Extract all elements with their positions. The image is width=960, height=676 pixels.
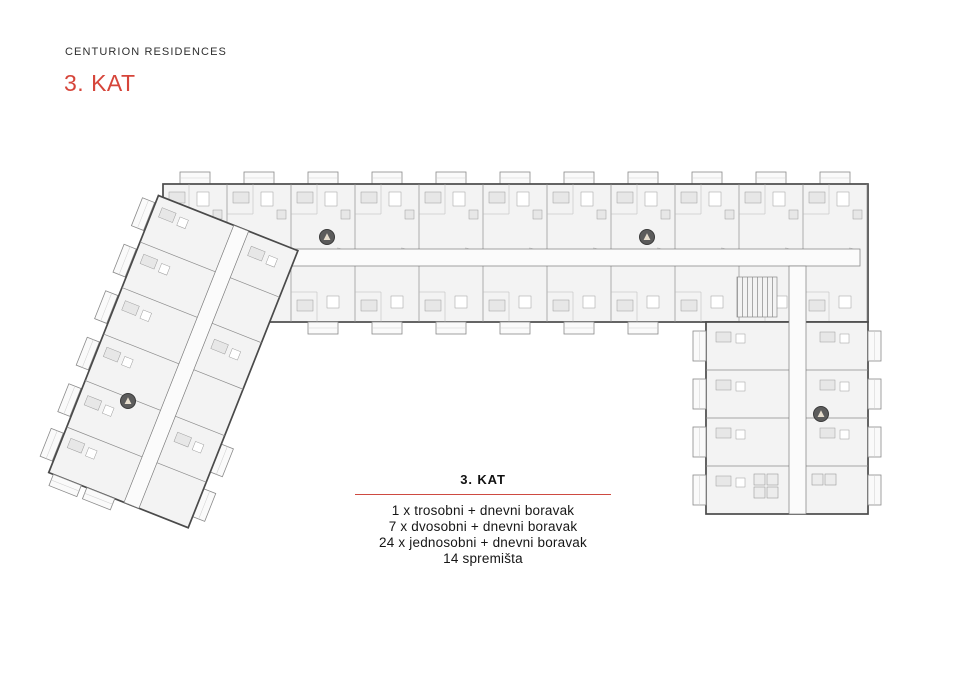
wing-right (692, 265, 882, 515)
brand-title: CENTURION RESIDENCES (65, 46, 227, 58)
legend-line-jednosobni: 24 x jednosobni + dnevni boravak (379, 535, 587, 550)
legend: 3. KAT 1 x trosobni + dnevni boravak 7 x… (323, 472, 643, 567)
stair-icon (639, 229, 655, 245)
legend-title: 3. KAT (460, 472, 506, 487)
legend-line-dvosobni: 7 x dvosobni + dnevni boravak (388, 519, 578, 534)
stair-icon (120, 393, 136, 409)
floor-title: 3. KAT (64, 70, 136, 96)
legend-divider (355, 494, 611, 495)
wing-left (39, 194, 300, 529)
legend-line-trosobni: 1 x trosobni + dnevni boravak (391, 503, 575, 518)
stair-icon (319, 229, 335, 245)
legend-line-spremista: 14 spremišta (443, 551, 523, 566)
legend-lines: 1 x trosobni + dnevni boravak 7 x dvosob… (323, 503, 643, 567)
stair-icon (813, 406, 829, 422)
storage-hatch (736, 276, 778, 318)
